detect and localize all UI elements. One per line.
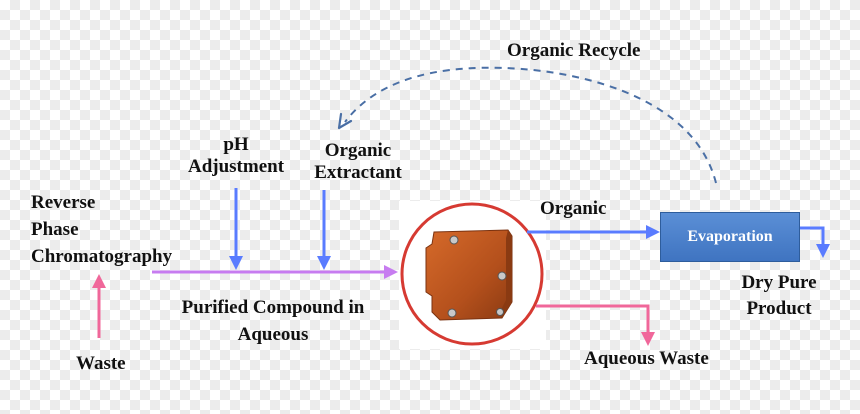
dry-pure-product-line1: Dry Pure xyxy=(741,272,817,293)
dry-pure-product-label: Dry Pure Product xyxy=(726,270,832,322)
evaporation-unit: Evaporation xyxy=(660,212,800,262)
organic-extractant-line1: Organic xyxy=(324,140,392,161)
waste-arrowhead xyxy=(92,274,106,288)
organic-recycle-label: Organic Recycle xyxy=(507,40,641,61)
organic-extractant-label: Organic Extractant xyxy=(288,140,428,184)
purified-compound-line2: Aqueous xyxy=(237,324,309,345)
rpc-line3: Chromatography xyxy=(31,246,173,267)
organic-outlet-arrowhead xyxy=(646,225,660,239)
reverse-phase-chromatography-label: Reverse Phase Chromatography xyxy=(31,189,172,270)
ph-adjustment-line1: pH xyxy=(223,134,249,155)
organic-recycle-arrow xyxy=(344,66,717,184)
organic-label: Organic xyxy=(540,198,607,219)
rpc-line1: Reverse xyxy=(31,192,96,213)
ph-adjustment-arrowhead xyxy=(229,256,243,270)
dry-pure-product-line2: Product xyxy=(746,298,812,319)
rpc-line2: Phase xyxy=(31,219,79,240)
ph-adjustment-label: pH Adjustment xyxy=(160,134,312,178)
dry-product-arrowhead xyxy=(816,244,830,258)
purified-compound-label: Purified Compound in Aqueous xyxy=(160,294,386,348)
organic-recycle-arrowhead xyxy=(337,112,353,130)
aqueous-waste-arrowhead xyxy=(641,332,655,346)
aqueous-waste-label: Aqueous Waste xyxy=(584,348,709,369)
organic-extractant-line2: Extractant xyxy=(314,162,402,183)
purified-compound-line1: Purified Compound in xyxy=(181,297,365,318)
ph-adjustment-line2: Adjustment xyxy=(187,156,285,177)
aqueous-waste-line xyxy=(536,304,650,334)
extractant-arrowhead xyxy=(317,256,331,270)
evaporation-label: Evaporation xyxy=(687,228,773,245)
separator-device xyxy=(425,229,513,321)
waste-label: Waste xyxy=(76,353,126,374)
aqueous-feed-arrowhead xyxy=(384,265,398,279)
dry-product-line xyxy=(800,226,825,246)
